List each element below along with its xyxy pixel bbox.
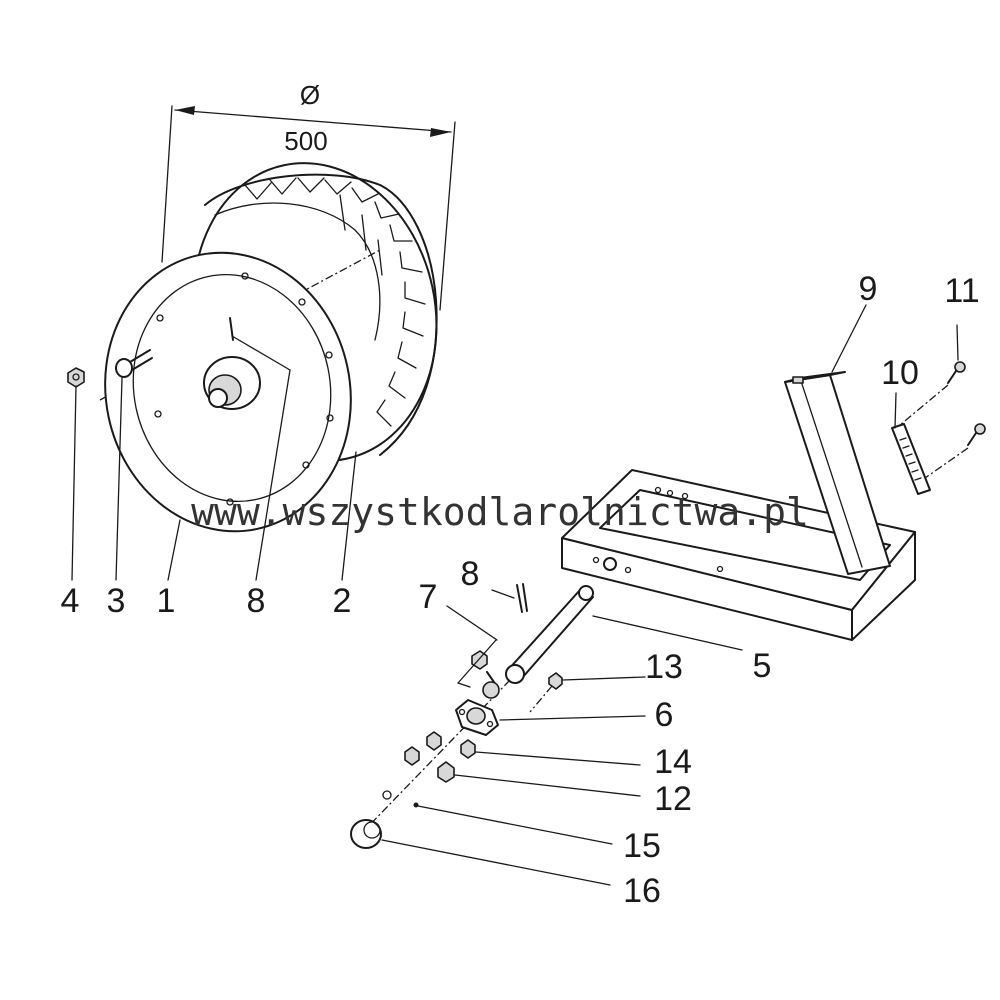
- callout-3: 3: [107, 582, 126, 620]
- scale-bolts: [899, 361, 986, 479]
- dust-cap: [350, 819, 382, 849]
- callout-8-wheel: 8: [247, 582, 266, 620]
- flange-nuts: [382, 731, 476, 808]
- wheel-assembly: [67, 162, 438, 533]
- watermark: www.wszystkodlarolnictwa.pl: [191, 490, 809, 534]
- callout-15: 15: [623, 827, 661, 865]
- callout-2: 2: [333, 582, 352, 620]
- frame-post: [784, 371, 891, 575]
- axle-shaft: [505, 585, 594, 684]
- frame-inner-channel: [599, 489, 891, 581]
- frame-end-face: [851, 531, 916, 641]
- callout-14: 14: [654, 743, 692, 781]
- bearing-bolt: [457, 639, 500, 699]
- callout-labels: 4 3 1 8 2 8 7 5 9 10 11 13 6 14 12 15 16: [61, 270, 980, 910]
- callout-10: 10: [881, 354, 919, 392]
- callout-16: 16: [623, 872, 661, 910]
- wheel-bolt: [115, 349, 153, 378]
- disc-bolt-holes: [154, 272, 334, 506]
- diameter-value: 500: [284, 126, 327, 156]
- callout-11: 11: [944, 272, 979, 310]
- frame-assembly: [505, 371, 916, 684]
- scale-plate: [891, 423, 931, 495]
- wheel-nut: [67, 367, 85, 388]
- diameter-dimension: Ø 500: [161, 80, 456, 311]
- callout-1: 1: [157, 582, 176, 620]
- callout-13: 13: [645, 648, 683, 686]
- bearing-axis-line: [359, 679, 511, 836]
- callout-12: 12: [654, 780, 692, 818]
- callout-4: 4: [61, 582, 80, 620]
- callout-7: 7: [419, 578, 438, 616]
- bearing-flange: [455, 699, 499, 736]
- diameter-symbol: Ø: [300, 80, 320, 110]
- grease-nipple: [529, 672, 563, 713]
- wheel-disc: [104, 251, 352, 533]
- callout-5: 5: [753, 647, 772, 685]
- callout-6: 6: [655, 696, 674, 734]
- wheel-hub: [203, 356, 261, 410]
- callout-8-frame: 8: [461, 555, 480, 593]
- leader-lines: [71, 304, 959, 886]
- tread-pattern: [244, 177, 426, 427]
- roll-pin: [516, 583, 528, 613]
- callout-9: 9: [859, 270, 878, 308]
